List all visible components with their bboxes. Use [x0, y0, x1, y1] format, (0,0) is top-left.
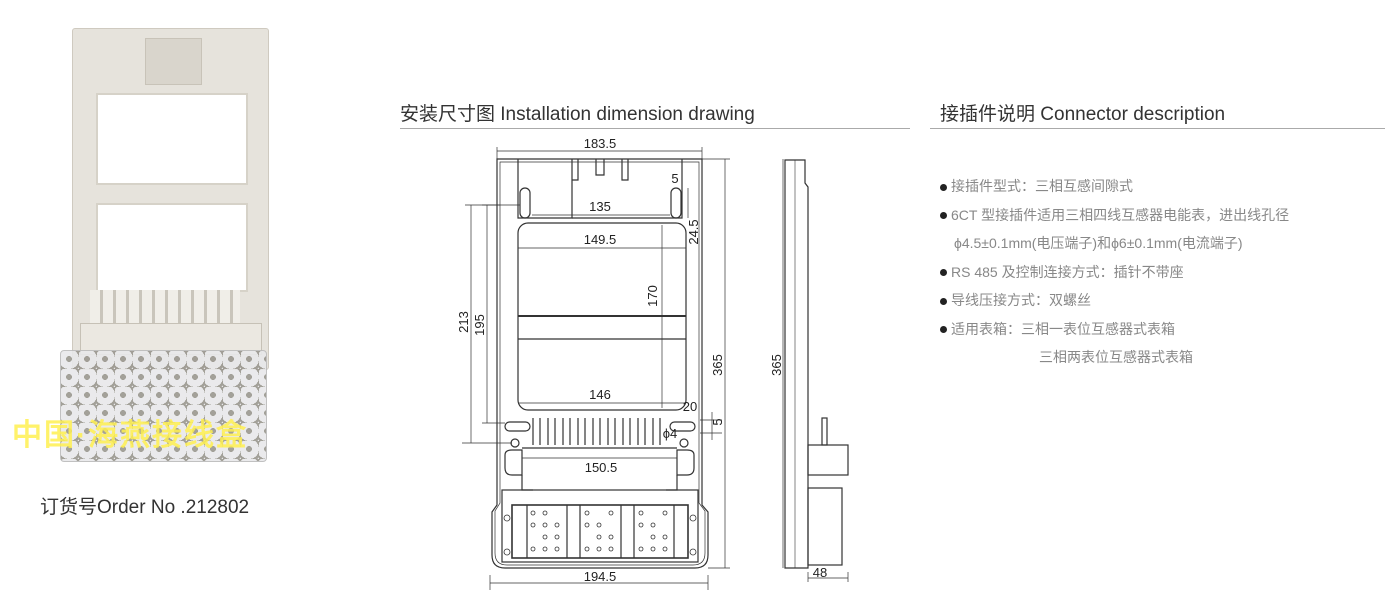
dim-bottom-width: 194.5 [584, 569, 617, 584]
dim-window-width: 149.5 [584, 232, 617, 247]
bullet-icon [940, 297, 947, 305]
dim-window-height: 170 [645, 285, 660, 307]
dim-213: 213 [456, 311, 471, 333]
mount-lug-left [504, 449, 523, 476]
vent-slots [532, 418, 661, 445]
list-item: 6CT 型接插件适用三相四线互感器电能表，进出线孔径 [940, 201, 1289, 230]
list-item: 接插件型式：三相互感间隙式 [940, 172, 1289, 201]
list-item: 适用表箱：三相一表位互感器式表箱 [940, 315, 1289, 344]
list-item: 导线压接方式：双螺丝 [940, 286, 1289, 315]
bullet-icon [940, 326, 947, 334]
dim-20: 20 [683, 399, 697, 414]
screw-hole-right [679, 438, 689, 448]
dim-hole: ϕ4 [663, 426, 678, 441]
front-outline-inner [494, 161, 706, 566]
slot-left [519, 187, 531, 219]
dim-slot-offset: 24.5 [686, 219, 701, 244]
product-photo [60, 28, 275, 468]
frame-window-upper [96, 93, 248, 185]
terminal-block [60, 350, 267, 462]
dimension-lines [462, 147, 849, 590]
slot-bottom-left [504, 421, 531, 432]
dim-5-bottom: 5 [710, 418, 725, 425]
top-tab [145, 38, 202, 85]
drawing-title: 安装尺寸图 Installation dimension drawing [400, 104, 755, 125]
list-item-continuation: ϕ4.5±0.1mm(电压端子)和ϕ6±0.1mm(电流端子) [954, 235, 1243, 251]
front-outline [491, 158, 709, 569]
order-number: 订货号Order No .212802 [40, 497, 250, 518]
bullet-icon [940, 269, 947, 277]
watermark-text: 中国·海燕接线盒 [12, 419, 248, 452]
dim-195: 195 [472, 314, 487, 336]
dim-top-width: 183.5 [584, 136, 617, 151]
list-item-continuation: 三相两表位互感器式表箱 [1039, 349, 1193, 365]
connector-title: 接插件说明 Connector description [940, 104, 1226, 125]
terminal-holes [503, 510, 697, 556]
list-item: RS 485 及控制连接方式：插针不带座 [940, 258, 1289, 287]
screw-hole-left [510, 438, 520, 448]
dim-slot-height: 5 [671, 171, 678, 186]
slot-bottom-right [669, 421, 696, 432]
terminal-block-outline [501, 489, 699, 563]
side-view [784, 159, 849, 569]
dim-screw-span: 150.5 [585, 460, 618, 475]
dim-depth: 48 [813, 565, 827, 580]
connector-list: 接插件型式：三相互感间隙式 6CT 型接插件适用三相四线互感器电能表，进出线孔径… [940, 172, 1289, 372]
bullet-icon [940, 183, 947, 191]
slot-right [670, 187, 682, 219]
mount-lug-right [676, 449, 695, 476]
dim-window-bottom: 146 [589, 387, 611, 402]
connector-title-rule [930, 128, 1385, 129]
dim-total-height: 365 [710, 354, 725, 376]
dim-side-height: 365 [769, 354, 784, 376]
top-cutout [517, 159, 683, 219]
dim-slot-span: 135 [589, 199, 611, 214]
drawing-title-rule [400, 128, 910, 129]
bullet-icon [940, 212, 947, 220]
